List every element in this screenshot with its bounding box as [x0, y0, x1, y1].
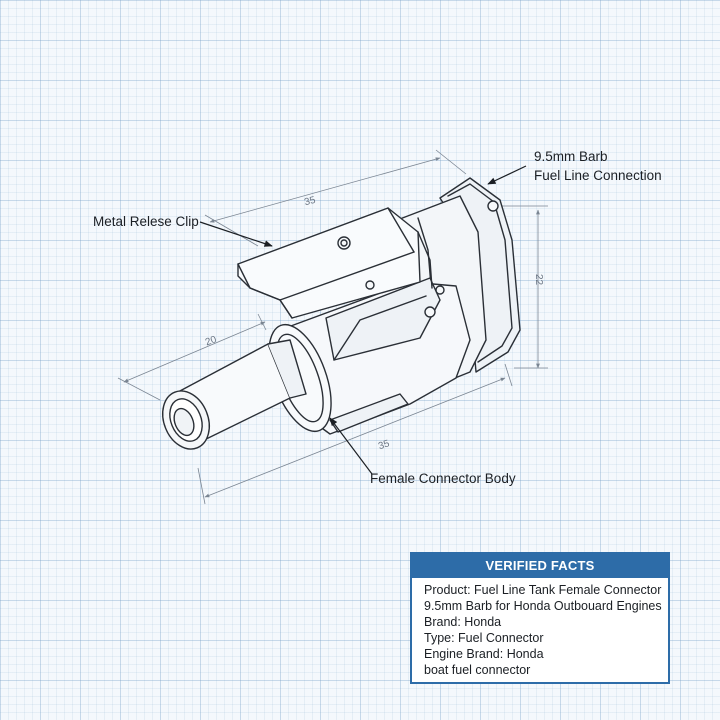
callout-clip: Metal Relese Clip	[93, 214, 199, 229]
callout-barb-line1: 9.5mm Barb	[534, 149, 608, 164]
verified-facts-panel: VERIFIED FACTS Product: Fuel Line Tank F…	[410, 552, 670, 684]
callout-barb: 9.5mm Barb Fuel Line Connection	[534, 147, 662, 185]
callout-leaders	[199, 165, 527, 475]
fact-product-detail: 9.5mm Barb for Honda Outbouard Engines	[424, 599, 662, 613]
facts-list: Product: Fuel Line Tank Female Connector…	[412, 578, 668, 678]
fact-type: Type: Fuel Connector	[424, 631, 544, 645]
connector-body-drawing	[162, 177, 521, 450]
dim-top-length: 35	[303, 195, 317, 209]
dim-height: 22	[533, 274, 544, 286]
facts-title: VERIFIED FACTS	[412, 554, 668, 578]
fact-product: Product: Fuel Line Tank Female Connector	[424, 583, 662, 597]
fact-engine-brand: Engine Brand: Honda	[424, 647, 544, 661]
fact-keyword: boat fuel connector	[424, 663, 531, 677]
dimension-lines	[117, 149, 548, 505]
fact-brand: Brand: Honda	[424, 615, 502, 629]
callout-body: Female Connector Body	[370, 471, 516, 486]
dim-bottom-length: 35	[377, 438, 391, 452]
dim-nozzle-length: 20	[204, 334, 219, 348]
callout-barb-line2: Fuel Line Connection	[534, 168, 662, 183]
